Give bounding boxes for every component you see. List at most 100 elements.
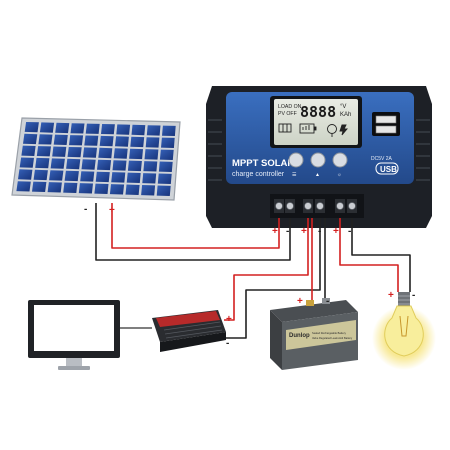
solar-cell	[19, 157, 34, 168]
usb-port-1[interactable]	[375, 115, 397, 124]
usb-spec-label: DC5V 2A	[371, 156, 393, 162]
pv-plus-label: +	[272, 226, 278, 237]
menu-button-glyph: ☰	[292, 172, 297, 178]
inverter-label-strip	[156, 311, 220, 327]
solar-cell	[130, 136, 145, 148]
inverter-minus-label: -	[226, 338, 229, 349]
lcd-kah-unit: KAh	[340, 112, 351, 118]
pv-minus-label: -	[286, 226, 289, 237]
solar-cell	[66, 158, 81, 170]
solar-panel	[11, 117, 181, 201]
solar-cell	[33, 169, 48, 181]
solar-cell	[143, 161, 158, 172]
panel-plus-label: +	[109, 205, 115, 216]
controller-fins-left	[208, 119, 222, 181]
usb-badge-text: USB	[380, 165, 397, 174]
battery-positive-terminal	[306, 300, 314, 306]
solar-cell	[111, 172, 126, 183]
lcd-bolt-icon	[339, 124, 348, 136]
solar-cell	[38, 134, 53, 145]
solar-cell	[23, 133, 38, 145]
solar-cell	[162, 125, 176, 136]
solar-cell	[98, 147, 113, 159]
battery-text-line2: Valve Regulated Lead-Acid Battery	[312, 336, 353, 340]
solar-cell	[32, 181, 47, 192]
up-arrow-icon: ▲	[315, 172, 320, 178]
solar-cell	[115, 136, 129, 147]
battery: Dunlop Sealed Rechargeable Battery Valve…	[270, 298, 358, 370]
solar-cell	[36, 146, 51, 157]
solar-panel-cells	[16, 122, 176, 196]
up-button[interactable]	[310, 152, 326, 168]
solar-cell	[127, 160, 142, 172]
monitor-stand	[58, 366, 90, 370]
solar-cell	[129, 148, 143, 160]
solar-cell	[49, 170, 64, 181]
inverter-negative-wire	[224, 218, 321, 339]
load-minus-label: -	[348, 226, 351, 237]
lcd-status-icons	[278, 123, 348, 137]
controller-fins-right	[416, 119, 430, 181]
polarity-labels: - + + - + - + - + - + - + -	[84, 204, 415, 349]
load-plus-label: +	[333, 226, 339, 237]
inverter-plus-label: +	[226, 314, 232, 325]
terminal-screw[interactable]	[286, 202, 294, 210]
bulb-plus-label: +	[388, 290, 394, 301]
lcd-bulb-icon	[327, 124, 337, 134]
pv-negative-wire	[95, 203, 291, 261]
solar-cell	[144, 149, 159, 160]
lcd-load-on-label: LOAD ON	[278, 104, 302, 110]
monitor	[28, 300, 120, 370]
solar-cell	[78, 183, 93, 194]
lcd-pv-off-label: PV OFF	[278, 111, 297, 117]
lcd-screen	[274, 99, 358, 145]
bulb-glass	[384, 305, 424, 357]
solar-cell	[39, 122, 55, 133]
solar-cell	[52, 146, 67, 157]
solar-cell	[109, 184, 125, 195]
lcd-voltage-unit: °V	[340, 104, 346, 110]
battery-text-line1: Sealed Rechargeable Battery	[312, 331, 347, 335]
solar-cell	[35, 157, 50, 169]
solar-cell	[99, 135, 114, 147]
solar-cell	[55, 122, 70, 134]
bulb-minus-label: -	[412, 290, 415, 301]
solar-cell	[97, 159, 112, 171]
terminal-screw[interactable]	[275, 202, 283, 210]
terminal-screw[interactable]	[336, 202, 344, 210]
terminal-screw[interactable]	[348, 202, 356, 210]
solar-cell	[94, 183, 109, 194]
solar-cell	[47, 182, 62, 193]
solar-cell	[113, 148, 128, 159]
terminal-screw[interactable]	[316, 202, 324, 210]
battery-minus-label: -	[326, 296, 329, 307]
down-button[interactable]	[332, 152, 348, 168]
solar-cell	[141, 185, 156, 196]
bat-minus-label: -	[318, 226, 321, 237]
solar-cell	[24, 122, 39, 133]
battery-negative-terminal	[322, 298, 330, 304]
battery-side	[270, 310, 282, 370]
inverter	[152, 310, 226, 352]
usb-port-2[interactable]	[375, 125, 397, 134]
solar-cell	[18, 169, 33, 180]
solar-cell	[161, 137, 175, 148]
solar-cell	[158, 161, 173, 172]
solar-cell	[50, 158, 65, 169]
solar-cell	[125, 184, 140, 195]
bulb-filament	[399, 315, 409, 337]
terminal-screw[interactable]	[304, 202, 312, 210]
solar-cell	[64, 170, 79, 182]
solar-cell	[142, 173, 157, 184]
light-bulb	[372, 292, 436, 370]
solar-cell	[70, 123, 85, 134]
battery-brand: Dunlop	[289, 333, 310, 339]
solar-cell	[101, 124, 115, 135]
menu-button[interactable]	[288, 152, 304, 168]
solar-cell	[146, 125, 161, 136]
monitor-neck	[66, 358, 82, 366]
solar-cell	[69, 135, 84, 146]
controller-title: MPPT SOLAR	[232, 158, 294, 169]
solar-cell	[85, 123, 100, 134]
